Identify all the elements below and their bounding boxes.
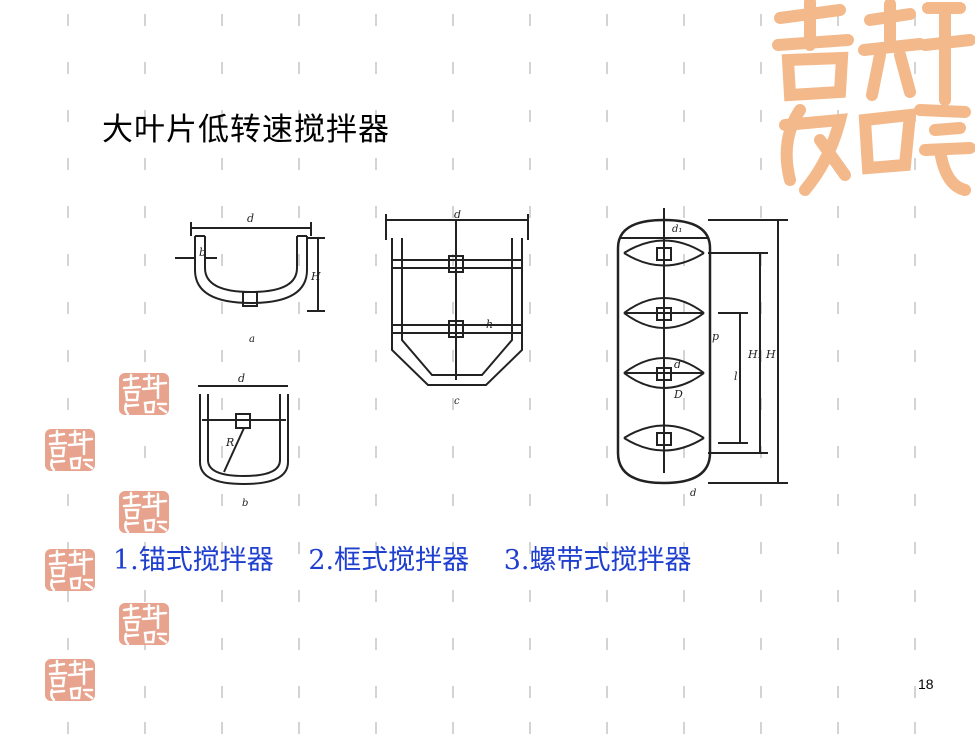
figure-a-dim-b: b xyxy=(199,246,206,259)
figure-a-dim-h: H xyxy=(310,270,321,283)
figure-b-dim-d: d xyxy=(238,372,245,385)
figure-c-dim-d: d xyxy=(454,210,461,221)
figure-d-dim-dd: D xyxy=(673,388,683,401)
helical-ribbon-stirrer-diagram: d₁ p d D l H₁ H d xyxy=(616,208,788,498)
figure-d-dim-h1: H₁ xyxy=(747,348,762,361)
figure-d-label: d xyxy=(690,488,696,498)
caption-frame-stirrer: 2.框式搅拌器 xyxy=(308,545,470,576)
figure-c-dim-h: h xyxy=(486,318,493,331)
anchor-stirrer-diagram: d b H a xyxy=(175,212,325,345)
red-seal-stamp-icon xyxy=(45,429,95,472)
caption-anchor-stirrer: 1.锚式搅拌器 xyxy=(113,545,274,576)
red-seal-stamp-icon xyxy=(119,603,169,646)
figure-b-dim-r: R xyxy=(225,436,234,449)
figure-c-label: c xyxy=(454,396,460,407)
figure-a-label: a xyxy=(249,334,255,345)
figure-d-dim-p: p xyxy=(712,330,719,343)
figure-a-dim-d: d xyxy=(247,212,254,225)
auspicious-calligraphy-logo-icon xyxy=(772,0,975,196)
frame-stirrer-diagram: d h c xyxy=(385,210,529,407)
figure-d-dim-h: H xyxy=(765,348,776,361)
red-seal-stamp-icon xyxy=(119,373,169,416)
figure-d-dim-d: d xyxy=(674,358,681,371)
anchor-stirrer-b-diagram: d R b xyxy=(198,372,289,509)
figure-d-dim-d1: d₁ xyxy=(672,224,682,235)
stirrer-types-caption: 1.锚式搅拌器 2.框式搅拌器 3.螺带式搅拌器 xyxy=(113,538,717,577)
figure-b-label: b xyxy=(242,498,248,509)
page-number: 18 xyxy=(918,676,934,692)
caption-helical-stirrer: 3.螺带式搅拌器 xyxy=(503,545,692,576)
figure-d-dim-l: l xyxy=(734,370,738,383)
red-seal-stamp-icon xyxy=(45,659,95,702)
red-seal-stamp-icon xyxy=(45,549,95,592)
red-seal-stamp-icon xyxy=(119,491,169,534)
slide-title: 大叶片低转速搅拌器 xyxy=(102,112,390,148)
